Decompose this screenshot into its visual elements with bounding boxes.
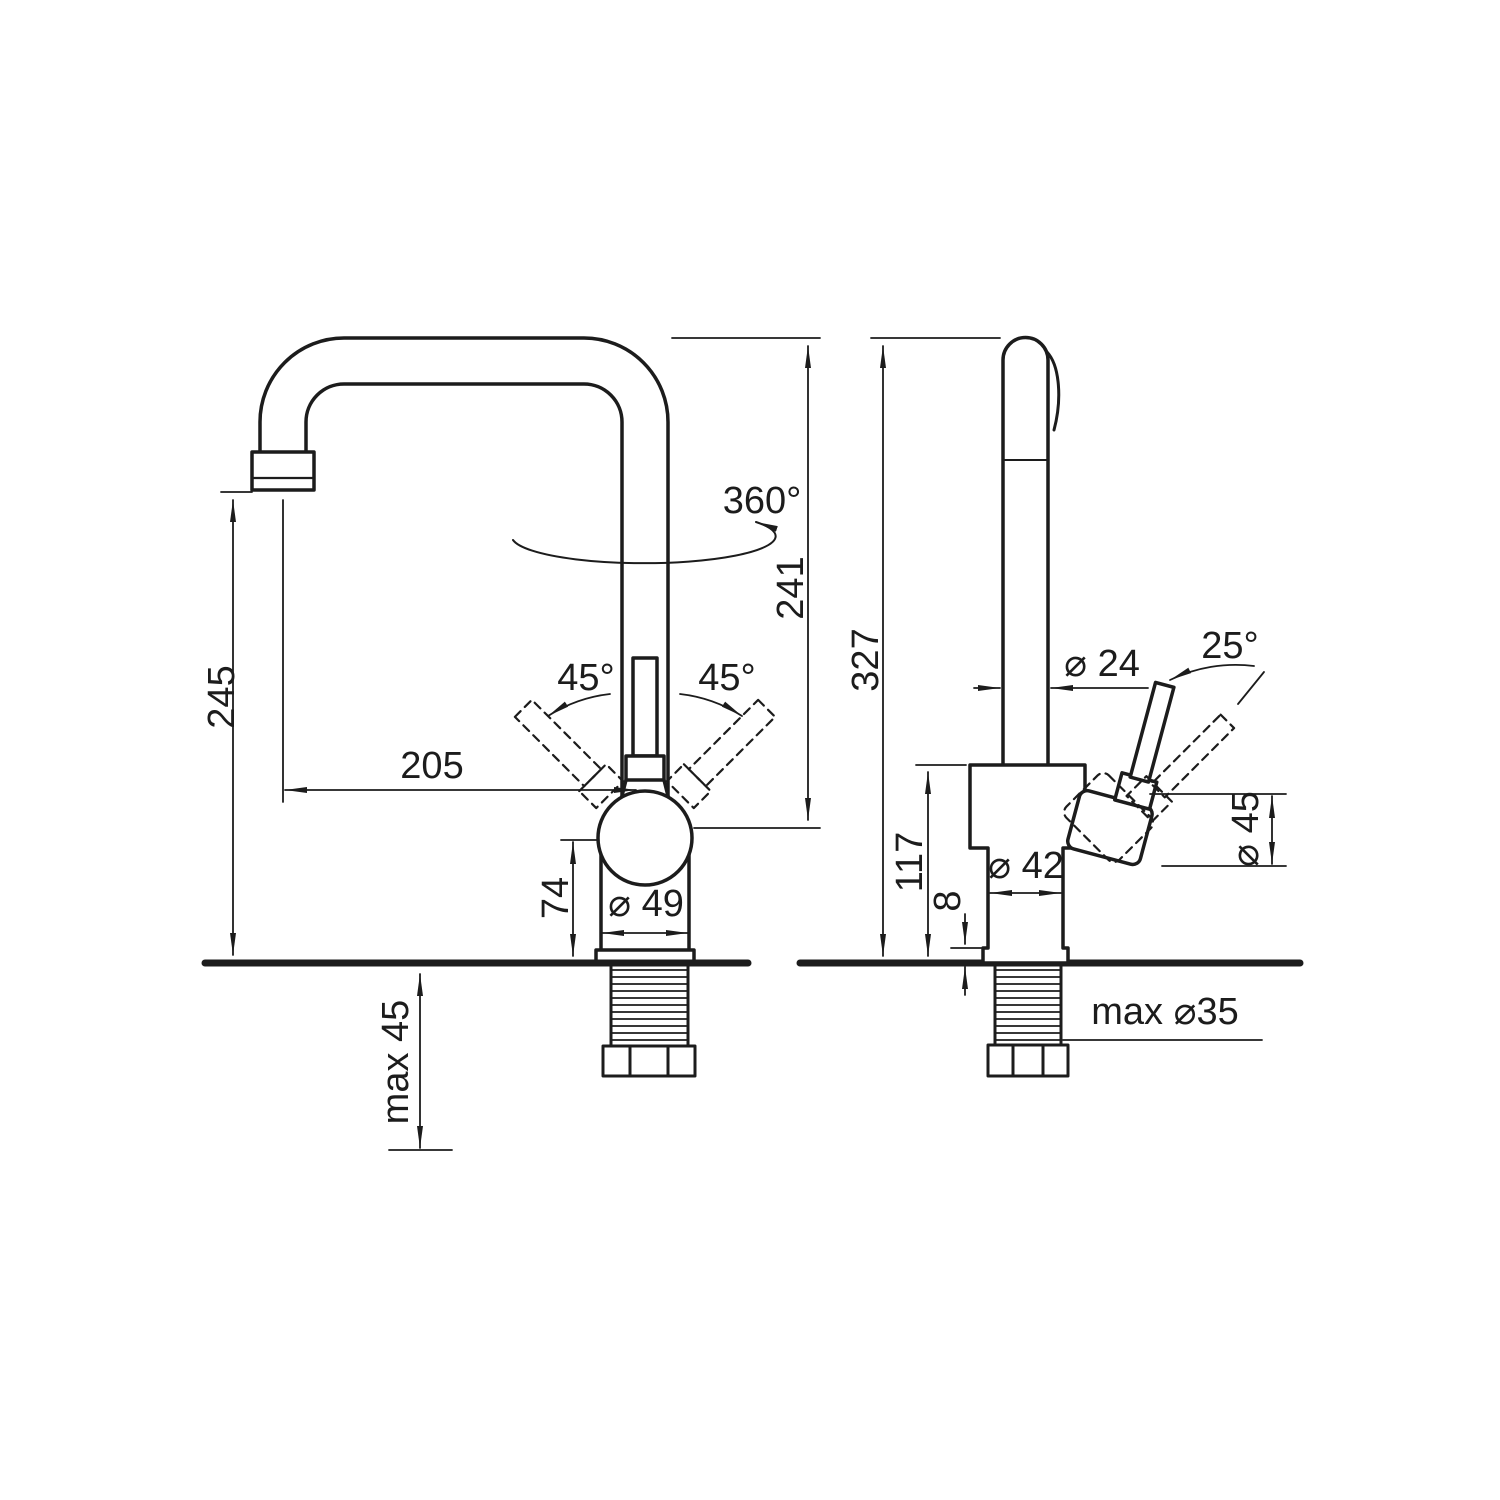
swivel-arc (512, 521, 778, 565)
dim-205-label: 205 (400, 745, 463, 787)
front-handle-collar (624, 754, 666, 782)
dim-base-42: ⌀ 42 (988, 845, 1064, 896)
front-ball-joint (596, 789, 694, 887)
side-dashed-handle (1063, 713, 1236, 864)
dim-deck-max45: max 45 (375, 973, 453, 1151)
front-spout-outer (258, 336, 670, 802)
dim-plate-8: 8 (927, 890, 982, 996)
front-dashed-handle-right (665, 698, 777, 810)
front-shank-nut (601, 1044, 697, 1078)
front-view: 245 205 241 360° (201, 336, 821, 1151)
front-nozzle (250, 450, 316, 492)
dim-pipe-24: ⌀ 24 (973, 643, 1149, 691)
front-spout-inner (304, 382, 624, 802)
dim-45-right-label: 45° (698, 657, 755, 699)
dim-74-label: 74 (535, 877, 577, 919)
dim-245-label: 245 (201, 665, 243, 728)
dim-total-327: 327 (845, 337, 1001, 957)
side-handle-stem (1128, 680, 1176, 784)
dim-base-49: ⌀ 49 (601, 883, 689, 936)
dim-handle-swing: 45° 45° (547, 657, 756, 717)
side-pipe-bend-edge (1045, 350, 1061, 432)
dim-body-74: 74 (535, 839, 599, 957)
front-handle-stem (631, 656, 659, 758)
dim-handle-45: ⌀ 45 (1149, 791, 1287, 867)
tilt-arc (1169, 663, 1255, 681)
dim-max35-label: max ⌀35 (1091, 991, 1239, 1033)
dim-327-label: 327 (845, 628, 887, 691)
swing-arc-left (547, 693, 611, 717)
front-dashed-handle-left (513, 698, 625, 810)
side-pipe (1001, 335, 1050, 767)
dim-117-label: 117 (889, 832, 931, 893)
side-shank-threads (995, 969, 1061, 1041)
dim-body-117: 117 (889, 764, 967, 957)
dim-max45-label: max 45 (375, 1000, 417, 1125)
dim-hole-max35: max ⌀35 (1062, 991, 1263, 1041)
dim-8-label: 8 (927, 890, 969, 911)
dim-45-left-label: 45° (557, 657, 614, 699)
reference-line (1237, 671, 1265, 705)
dim-24-label: ⌀ 24 (1064, 643, 1140, 685)
front-shank-threads (611, 969, 688, 1041)
dim-tilt-25: 25° (1169, 625, 1265, 705)
dim-360-label: 360° (723, 480, 802, 522)
swing-arc-right (679, 693, 743, 717)
dim-height-245: 245 (201, 491, 253, 956)
dim-25-label: 25° (1201, 625, 1258, 667)
dim-241-label: 241 (770, 556, 812, 619)
front-base (594, 848, 696, 965)
side-shank-nut (986, 1043, 1070, 1078)
dim-clearance-241: 241 (671, 337, 821, 829)
dim-45-label: ⌀ 45 (1225, 791, 1267, 867)
dim-49-label: ⌀ 49 (608, 883, 684, 925)
dim-reach-205: 205 (282, 499, 637, 803)
side-view: 327 ⌀ 24 25° ⌀ 45 (796, 335, 1304, 1078)
dim-swivel-360: 360° (512, 480, 802, 565)
side-handle (1065, 680, 1176, 867)
dim-42-label: ⌀ 42 (988, 845, 1064, 887)
